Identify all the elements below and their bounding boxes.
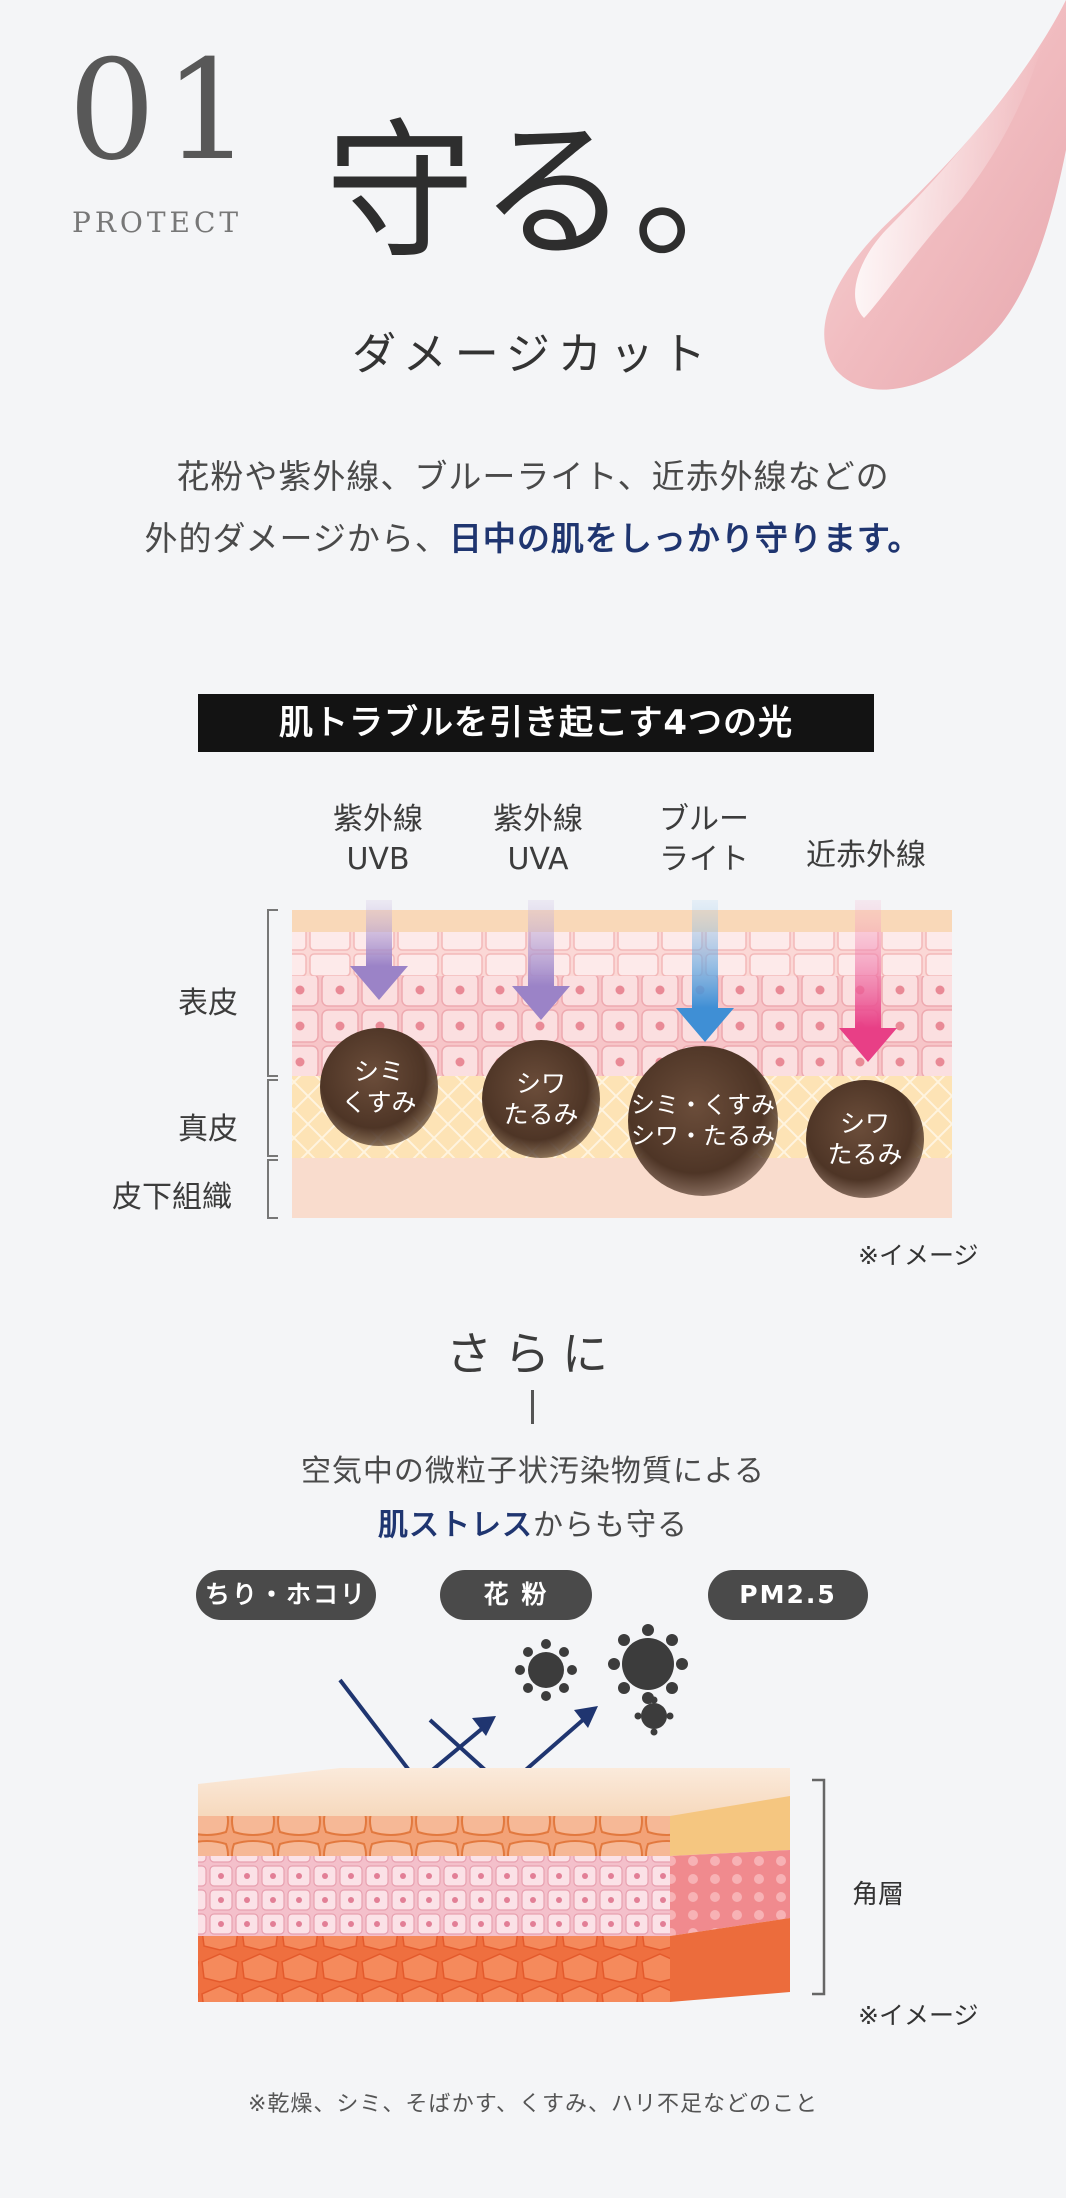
- more-text-line-2: 肌ストレスからも守る: [0, 1500, 1066, 1544]
- blue-light-arrow-icon: [676, 900, 734, 1042]
- effect-spots-dullness: シミくすみ: [320, 1028, 438, 1146]
- uva-arrow-icon: [512, 900, 570, 1020]
- intro-text-plain: 外的ダメージから、: [144, 519, 449, 558]
- layer-label-epidermis: 表皮: [178, 986, 238, 1021]
- effect-wrinkles-sagging-deep: シワたるみ: [806, 1080, 924, 1198]
- ray-label-uva: 紫外線 UVA: [438, 800, 638, 880]
- layer-label-stratum-corneum: 角層: [852, 1880, 905, 1910]
- footnote: ※乾燥、シミ、そばかす、くすみ、ハリ不足などのこと: [247, 2092, 819, 2117]
- effect-line: シワ・たるみ: [631, 1122, 775, 1150]
- pollutant-pill-pollen: 花 粉: [440, 1570, 592, 1620]
- intro-text-line-2: 外的ダメージから、日中の肌をしっかり守ります。: [0, 512, 1066, 560]
- cream-texture-illustration: [824, 0, 1066, 390]
- divider: [531, 1390, 534, 1424]
- effect-line: シワ: [839, 1109, 890, 1138]
- page-title: 守る。: [325, 106, 788, 280]
- ray-label-line: ライト: [659, 842, 749, 877]
- uvb-arrow-icon: [350, 900, 408, 1000]
- effect-all-troubles: シミ・くすみシワ・たるみ: [628, 1046, 778, 1196]
- more-text-line-1: 空気中の微粒子状汚染物質による: [300, 1454, 766, 1489]
- effect-line: たるみ: [503, 1100, 579, 1129]
- pollutant-pill-dust: ちり・ホコリ: [196, 1570, 376, 1620]
- diagram-title: 肌トラブルを引き起こす4つの光: [198, 694, 874, 752]
- pm25-particle-icon: [608, 1624, 688, 1704]
- effect-line: シミ: [353, 1057, 404, 1086]
- layer-label-dermis: 真皮: [178, 1112, 238, 1147]
- ray-label-uvb: 紫外線 UVB: [278, 800, 478, 880]
- more-text-emphasis: 肌ストレス: [378, 1508, 533, 1543]
- effect-line: シミ・くすみ: [631, 1091, 775, 1119]
- dust-particle-icon: [634, 1696, 674, 1736]
- intro-text-line-1: 花粉や紫外線、ブルーライト、近赤外線などの: [176, 457, 890, 496]
- layer-label-subcutis: 皮下組織: [112, 1180, 232, 1215]
- stratum-corneum-diagram: [198, 1624, 826, 2002]
- diagram-image-note: ※イメージ: [858, 1241, 979, 1270]
- effect-line: シワ: [515, 1069, 566, 1098]
- pollutant-pill-pm25: PM2.5: [708, 1570, 868, 1620]
- intro-text-emphasis: 日中の肌をしっかり守ります。: [448, 519, 922, 558]
- ray-label-line: UVB: [346, 842, 410, 877]
- page-subtitle: ダメージカット: [352, 329, 714, 380]
- ray-label-line: ブルー: [659, 802, 749, 837]
- pollen-particle-icon: [515, 1639, 577, 1701]
- ray-label-near-infrared: 近赤外線: [766, 836, 966, 876]
- more-text-plain: からも守る: [533, 1508, 688, 1543]
- section-label-en: PROTECT: [72, 206, 243, 239]
- effect-line: くすみ: [341, 1088, 417, 1117]
- ray-label-blue-light: ブルー ライト: [604, 800, 804, 880]
- section-heading-moreover: さらに: [446, 1327, 620, 1381]
- ray-label-line: UVA: [507, 842, 569, 877]
- ray-label-line: 紫外線: [493, 802, 583, 837]
- effect-wrinkles-sagging: シワたるみ: [482, 1040, 600, 1158]
- section-number: 01: [68, 30, 260, 191]
- near-infrared-arrow-icon: [839, 900, 897, 1062]
- effect-line: たるみ: [827, 1140, 903, 1169]
- ray-label-line: 紫外線: [333, 802, 423, 837]
- stratum-image-note: ※イメージ: [858, 2001, 979, 2030]
- ray-label-line: 近赤外線: [806, 838, 926, 873]
